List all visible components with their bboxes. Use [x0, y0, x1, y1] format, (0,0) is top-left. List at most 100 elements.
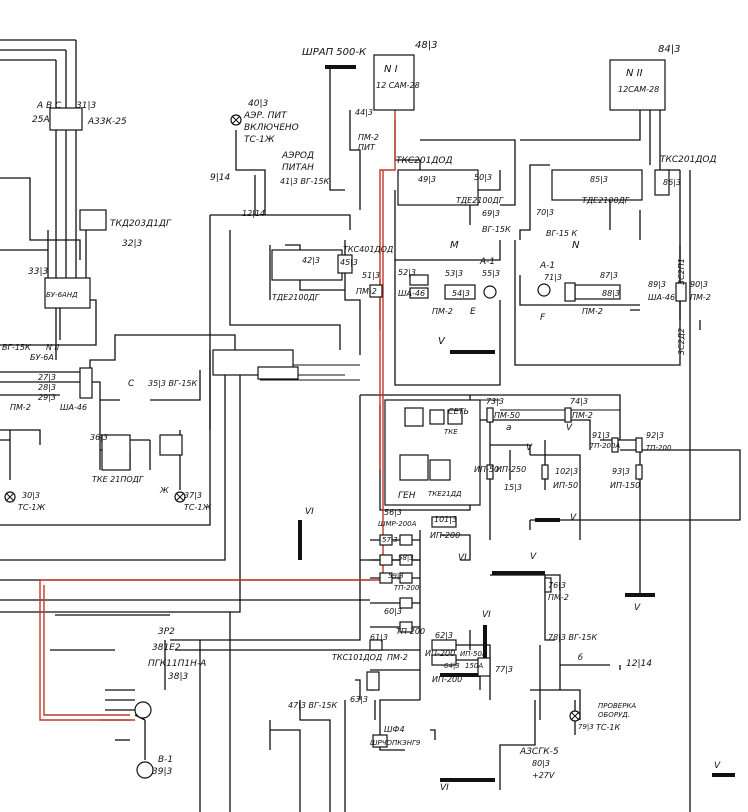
label-proverka-2: ОБОРУД. — [598, 711, 630, 719]
label-v-c: V — [634, 603, 641, 613]
label-38-3: 38|3 — [168, 672, 188, 682]
label-ip250: ИП-250 — [496, 465, 526, 474]
label-proverka-1: ПРОВЕРКА — [598, 702, 636, 710]
label-a: а — [506, 423, 512, 433]
label-tc1zh-l: ТС-1Ж — [18, 503, 45, 512]
label-40-3: 40|3 — [248, 99, 268, 109]
bus-bars — [298, 65, 735, 782]
label-91-3: 91|3 — [592, 431, 610, 440]
label-53-3: 53|3 — [445, 269, 463, 278]
label-bu6a: БУ-6А — [30, 353, 54, 362]
label-77-3: 77|3 — [495, 665, 513, 674]
label-zsdp2: 3С2Д2 — [677, 328, 686, 355]
label-a33k: А33К-25 — [87, 117, 127, 127]
label-tc1zh: ТС-1Ж — [184, 503, 211, 512]
label-n2: N II — [626, 68, 643, 79]
label-pm2-76: ПМ-2 — [548, 593, 569, 602]
label-v1: В-1 — [158, 755, 173, 765]
label-27-3: 27|3 — [38, 373, 56, 382]
components — [44, 54, 687, 779]
label-30-3: 30|3 — [22, 491, 40, 500]
label-78-3: 78|3 ВГ-15К — [548, 633, 598, 642]
label-tp200-c: ТП-200 — [396, 627, 425, 636]
label-59-3: 59|3 — [388, 572, 404, 580]
label-150a: 150А — [465, 662, 483, 670]
label-vi-b: VI — [482, 610, 491, 620]
ammeter-icon — [483, 285, 497, 299]
label-n1: N I — [384, 64, 398, 75]
label-50-3: 50|3 — [474, 173, 492, 182]
label-101-3: 101|3 — [434, 515, 457, 524]
label-v-e: V — [526, 443, 533, 453]
label-92-3: 92|3 — [646, 431, 664, 440]
label-63-3: 63|3 — [350, 695, 368, 704]
label-88-3: 88|3 — [602, 289, 620, 298]
label-pm2-b: ПМ-2 — [432, 307, 453, 316]
label-vi-c: VI — [440, 783, 449, 793]
label-pm2-a: ПМ-2 — [356, 287, 377, 296]
lamp-icon — [230, 114, 242, 126]
label-vi-a: VI — [305, 507, 314, 517]
label-51-3: 51|3 — [362, 271, 380, 280]
label-tde-1: ТДЕ2100ДГ — [456, 196, 504, 205]
label-m: М — [450, 240, 459, 251]
label-tde-3: ТДЕ2100ДГ — [272, 293, 320, 302]
label-pm2-74: ПМ-2 — [572, 411, 593, 420]
label-tks201-1: ТКС201ДОД — [396, 156, 453, 166]
label-ip200-b: ИП-200 — [425, 649, 455, 658]
label-60-3: 60|3 — [384, 607, 402, 616]
label-102-3: 102|3 — [555, 467, 578, 476]
label-pm-pit: ПМ-2 — [358, 133, 379, 142]
label-ip50: ИП-50 — [474, 465, 499, 474]
lamp-icon — [174, 491, 186, 503]
label-zr2: 3Р2 — [158, 627, 175, 637]
label-tke: ТКЕ — [444, 428, 458, 436]
label-48-3: 48|3 — [415, 40, 437, 51]
label-tke21: ТКЕ 21ПОДГ — [92, 475, 144, 484]
label-aer-pit-1: АЭР. ПИТ — [243, 111, 288, 121]
label-pm2-r: ПМ-2 — [690, 293, 711, 302]
label-aerod-2: ПИТАН — [282, 163, 314, 173]
label-86-3: 86|3 — [663, 178, 681, 187]
label-32-3: 32|3 — [122, 239, 142, 249]
label-12sam-2: 12САМ-28 — [618, 85, 659, 94]
lamp-icons — [4, 114, 581, 722]
label-74-3: 74|3 — [570, 397, 588, 406]
label-35-3: 35|3 ВГ-15К — [148, 379, 198, 388]
label-sha46-r: ША-46 — [648, 293, 675, 302]
label-vg15k-n: ВГ-15 К — [546, 229, 578, 238]
label-tkc201-r: ТКС201ДОД — [660, 155, 717, 165]
label-62-3: 62|3 — [435, 631, 453, 640]
label-v-d: V — [714, 761, 721, 771]
label-ip50b: ИП-50 — [553, 481, 578, 490]
label-azsgk: АЗСГК-5 — [519, 747, 559, 757]
label-12-14b: 12|14 — [626, 659, 652, 669]
label-90-3: 90|3 — [690, 280, 708, 289]
text-labels: ШРАП 500-К 48|3 N I 12 САМ-28 84|3 N II … — [2, 40, 721, 793]
label-44-3: 44|3 — [355, 108, 373, 117]
label-36-3: 36|3 — [90, 433, 108, 442]
label-c: С — [128, 379, 135, 389]
label-n-ii: N II — [46, 343, 60, 352]
label-v-a: V — [530, 552, 537, 562]
label-64-3: 64|3 — [444, 662, 460, 670]
label-ip200-c: ИП-200 — [432, 675, 462, 684]
label-v27: +27V — [532, 771, 555, 780]
label-zsdp1: 3С2П1 — [677, 258, 686, 285]
label-39-3: 39|3 — [152, 767, 172, 777]
label-80-3: 80|3 — [532, 759, 550, 768]
wires — [0, 39, 741, 812]
lamp-icon — [569, 710, 581, 722]
label-shmr200: ШМР-200А — [378, 520, 417, 528]
label-12-14: 12|14 — [242, 209, 265, 218]
label-set: СЕТЬ — [448, 407, 469, 416]
label-381e2: 381Е2 — [152, 643, 181, 653]
label-73-3: 73|3 — [486, 397, 504, 406]
label-tkd: ТКД203Д1ДГ — [110, 219, 172, 229]
label-bu6: БУ-6АНД — [46, 291, 78, 299]
label-61-3: 61|3 — [370, 633, 388, 642]
label-ip150: ИП-150 — [610, 481, 640, 490]
label-87-3: 87|3 — [600, 271, 618, 280]
